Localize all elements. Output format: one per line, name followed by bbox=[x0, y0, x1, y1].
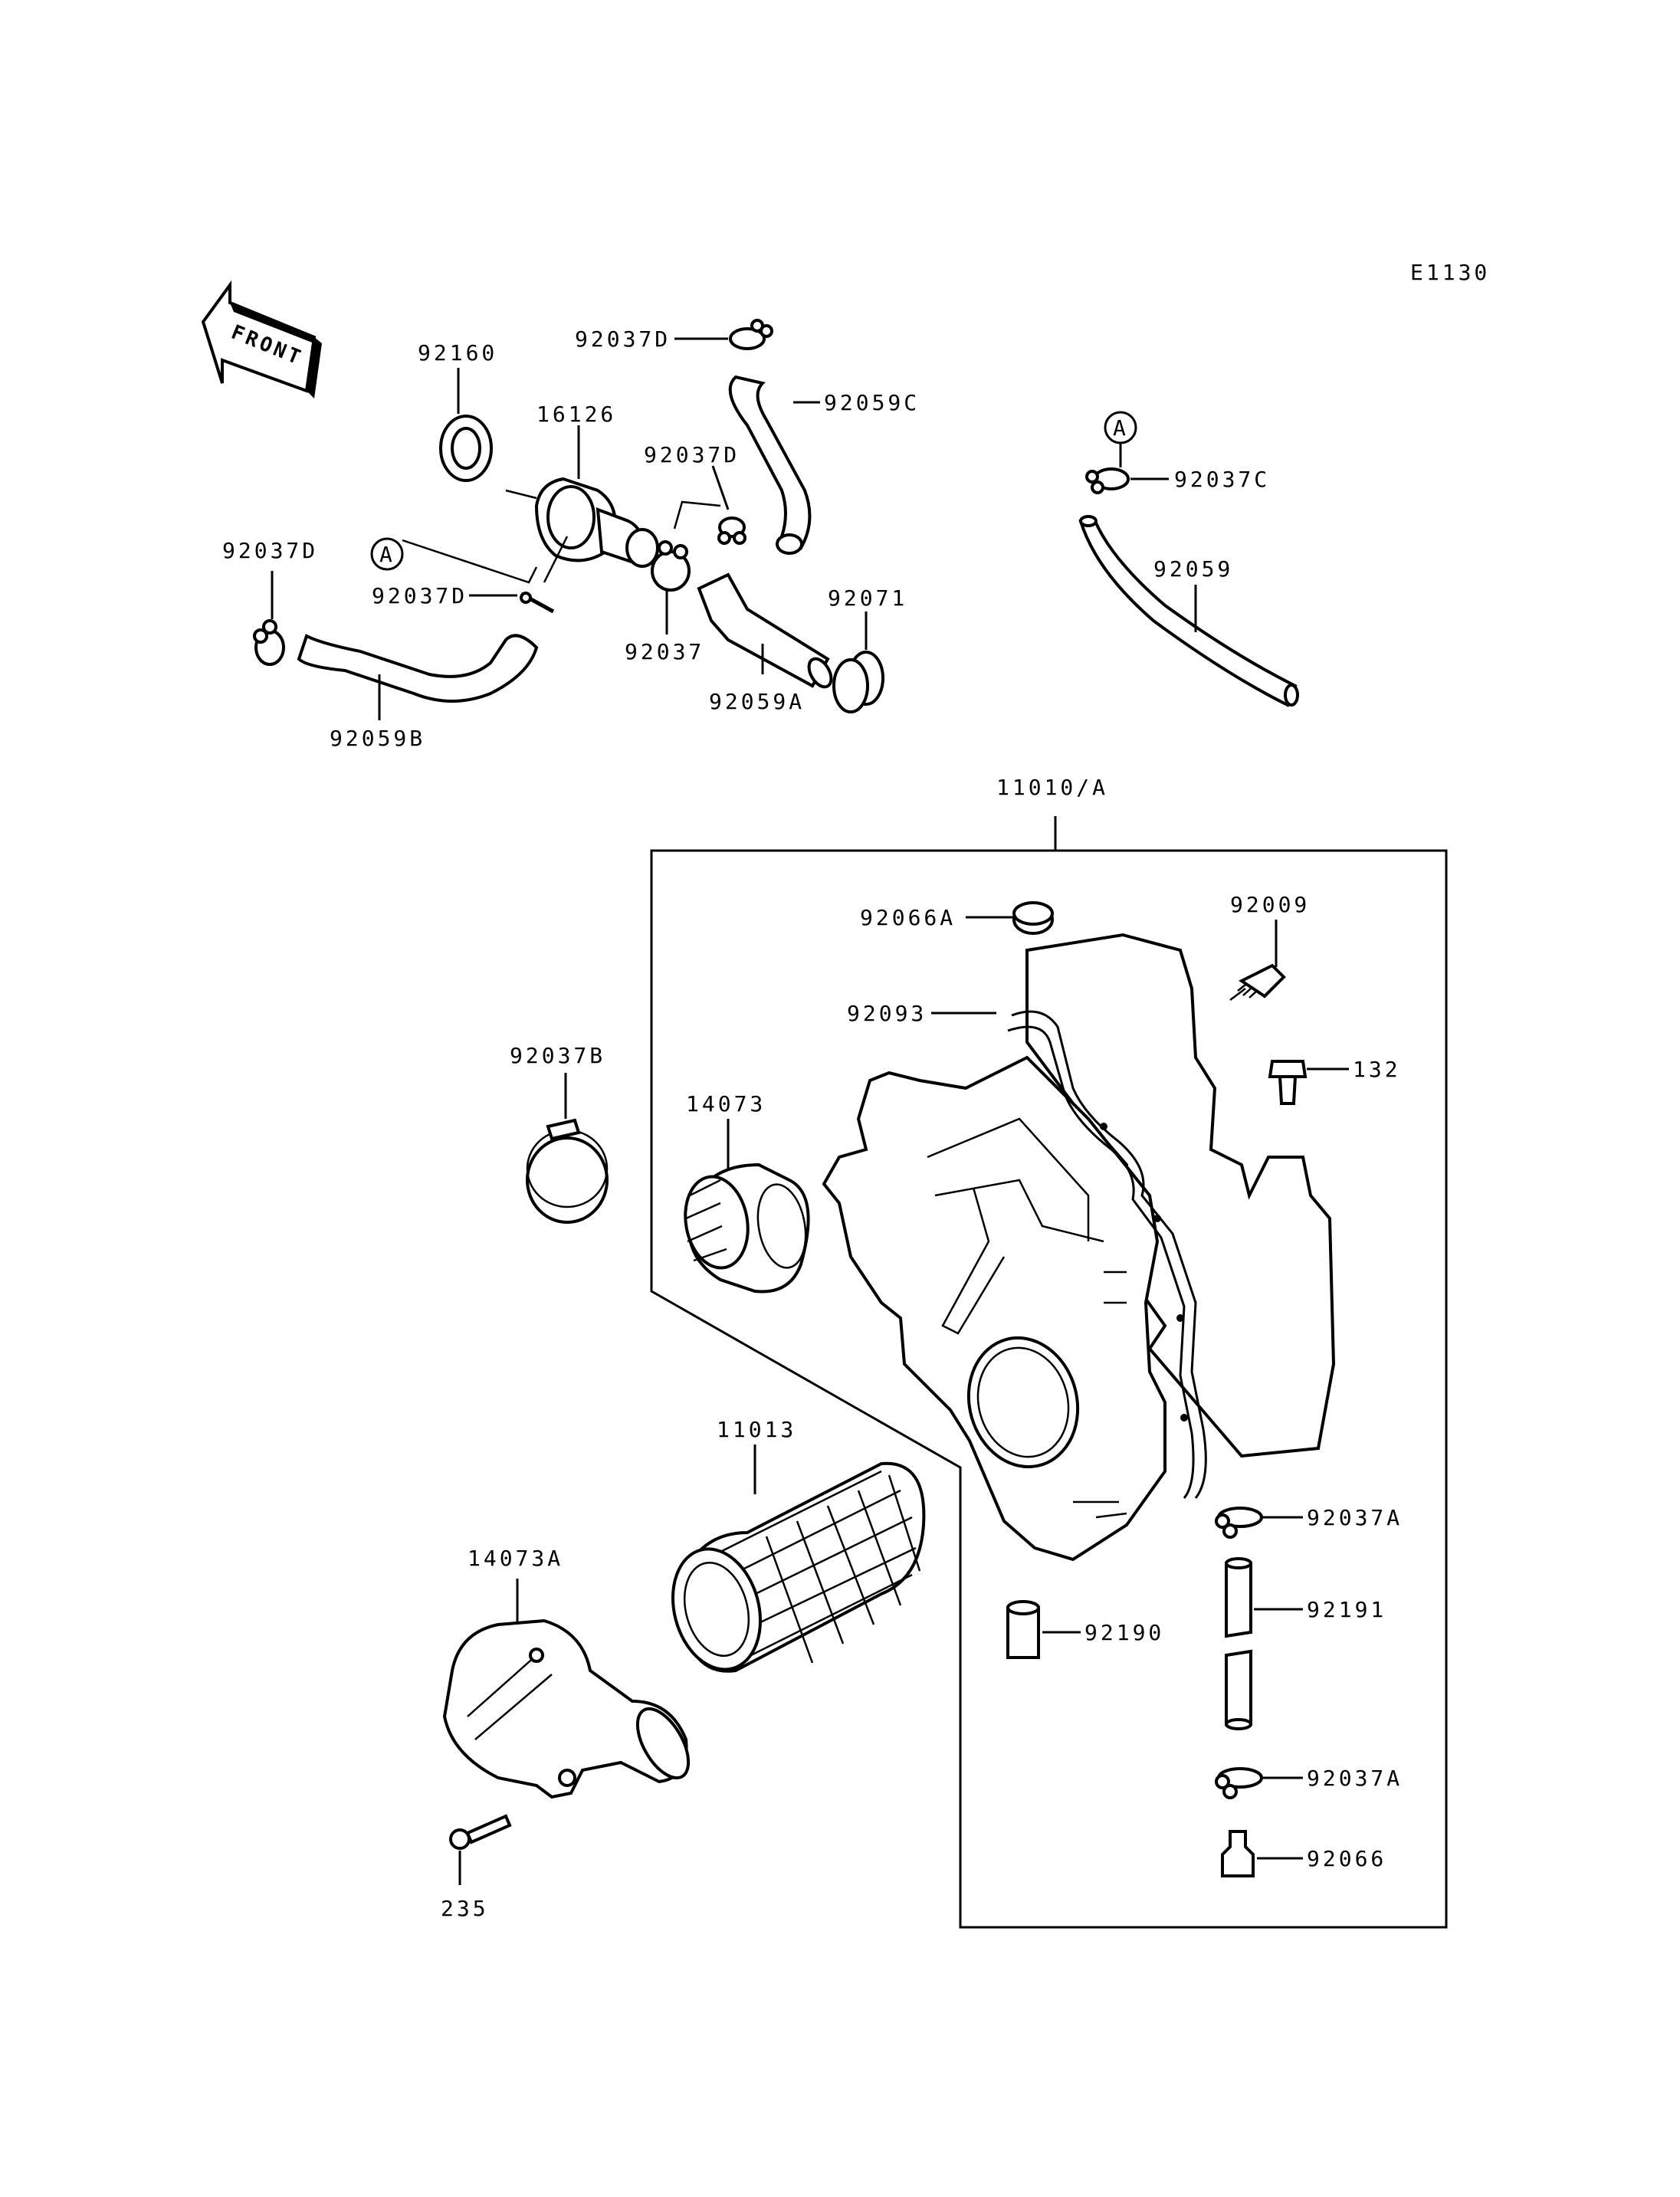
label-92160: 92160 bbox=[418, 340, 497, 366]
reference-marker-a-right: A bbox=[1104, 411, 1137, 444]
label-92059B: 92059B bbox=[330, 726, 425, 751]
screw-235 bbox=[449, 1814, 512, 1850]
clamp-92037 bbox=[651, 540, 691, 592]
clamp-92037B bbox=[526, 1118, 609, 1224]
label-92066A: 92066A bbox=[860, 905, 956, 930]
label-92059A: 92059A bbox=[709, 689, 805, 714]
label-235: 235 bbox=[441, 1896, 489, 1921]
label-11010A: 11010/A bbox=[996, 775, 1108, 800]
assembly-outline-11010A bbox=[650, 849, 1448, 1929]
label-92037C: 92037C bbox=[1174, 467, 1270, 492]
valve-16126 bbox=[505, 477, 659, 568]
label-92037: 92037 bbox=[625, 639, 704, 664]
label-92009: 92009 bbox=[1230, 892, 1310, 917]
clamp-92037D-top bbox=[729, 319, 773, 350]
label-92037A-lower: 92037A bbox=[1307, 1766, 1403, 1791]
label-92037D-left: 92037D bbox=[222, 538, 318, 563]
clamp-92037D-left bbox=[253, 619, 285, 666]
front-arrow-icon: FRONT bbox=[201, 280, 322, 398]
label-92037A-upper: 92037A bbox=[1307, 1505, 1403, 1530]
tube-92191 bbox=[1225, 1557, 1252, 1730]
label-92059: 92059 bbox=[1153, 556, 1233, 582]
label-14073: 14073 bbox=[686, 1091, 766, 1117]
label-14073A: 14073A bbox=[468, 1546, 563, 1571]
clamp-92037D-small bbox=[520, 592, 555, 614]
bolt-132 bbox=[1268, 1060, 1308, 1105]
svg-text:A: A bbox=[379, 542, 392, 567]
label-11013: 11013 bbox=[717, 1417, 796, 1442]
duct-14073 bbox=[684, 1162, 810, 1294]
ring-92160 bbox=[439, 415, 493, 482]
pipe-92059 bbox=[1078, 517, 1298, 707]
pipe-92059A bbox=[697, 572, 833, 689]
grommet-92071 bbox=[832, 651, 884, 713]
label-92190: 92190 bbox=[1084, 1620, 1164, 1645]
cap-92066A bbox=[1012, 901, 1054, 935]
svg-text:A: A bbox=[1113, 415, 1126, 441]
air-cleaner-housing bbox=[822, 933, 1336, 1562]
label-92037B: 92037B bbox=[510, 1043, 605, 1068]
label-92071: 92071 bbox=[828, 585, 907, 611]
label-92093: 92093 bbox=[847, 1001, 927, 1026]
reference-marker-a-left: A bbox=[370, 537, 404, 571]
plug-92066 bbox=[1221, 1830, 1255, 1877]
filter-element-11013 bbox=[671, 1461, 926, 1673]
label-16126: 16126 bbox=[536, 402, 616, 427]
label-92191: 92191 bbox=[1307, 1597, 1386, 1622]
clamp-92037A-upper bbox=[1215, 1507, 1263, 1539]
clamp-92037C bbox=[1085, 467, 1130, 494]
label-132: 132 bbox=[1353, 1057, 1401, 1082]
label-92059C: 92059C bbox=[824, 390, 920, 415]
intake-cover-14073A bbox=[442, 1618, 691, 1799]
label-92066: 92066 bbox=[1307, 1846, 1386, 1871]
clamp-92037D-mid bbox=[717, 516, 746, 545]
clamp-92037A-lower bbox=[1215, 1767, 1263, 1799]
label-92037D-top: 92037D bbox=[575, 326, 671, 352]
label-92037D-mid: 92037D bbox=[644, 442, 740, 467]
hose-92059B bbox=[297, 634, 539, 703]
diagram-code: E1130 bbox=[1410, 260, 1490, 285]
label-92037D-small: 92037D bbox=[372, 583, 468, 608]
sleeve-92190 bbox=[1006, 1600, 1040, 1659]
screw-92009 bbox=[1229, 963, 1286, 1001]
